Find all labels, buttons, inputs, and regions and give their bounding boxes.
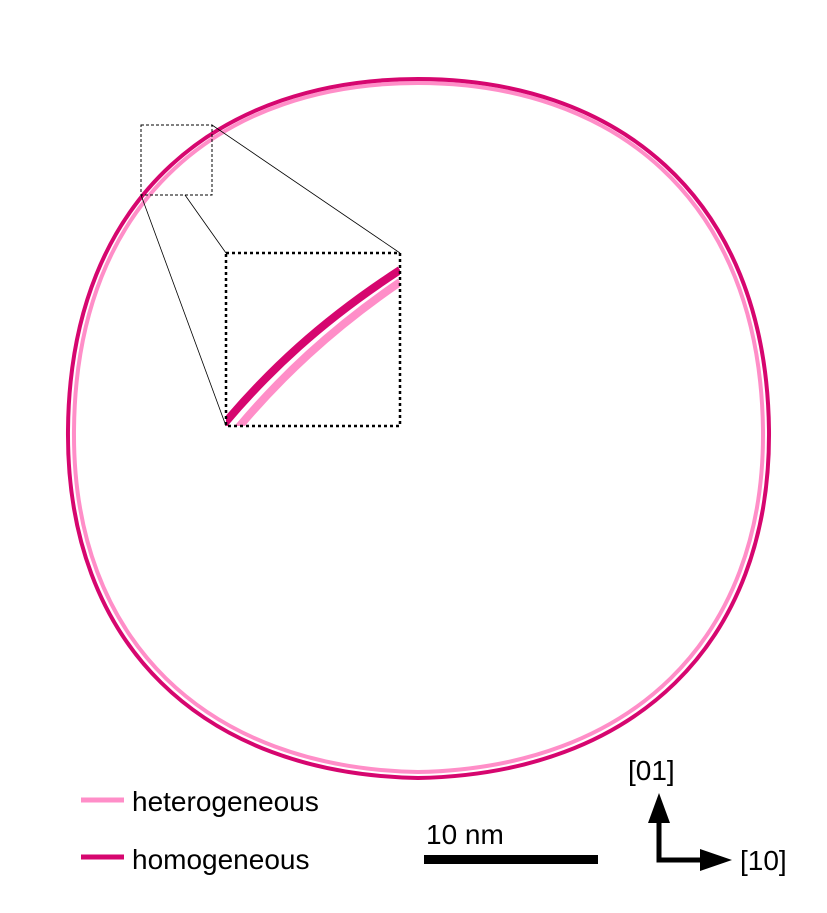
heterogeneous-shape-outline <box>71 80 766 775</box>
zoom-inset <box>224 251 402 428</box>
scale-bar-label: 10 nm <box>426 819 504 850</box>
zoom-connector-line <box>211 124 401 254</box>
axis-label-horizontal: [10] <box>740 845 787 876</box>
legend: heterogeneous homogeneous <box>81 786 319 875</box>
legend-label-heterogeneous: heterogeneous <box>132 786 319 817</box>
zoom-heterogeneous-curve <box>234 278 400 426</box>
legend-label-homogeneous: homogeneous <box>132 844 309 875</box>
zoom-connector-line <box>140 194 227 427</box>
arrow-right-icon <box>700 849 732 871</box>
arrow-up-icon <box>648 793 670 823</box>
zoom-source-box <box>140 124 213 196</box>
scale-bar-line <box>424 855 598 864</box>
scale-bar: 10 nm <box>424 819 598 864</box>
axis-indicator: [01] [10] <box>628 755 787 876</box>
zoom-homogeneous-curve <box>226 266 400 426</box>
axis-label-vertical: [01] <box>628 755 675 786</box>
axis-arrow-shaft <box>656 820 702 863</box>
homogeneous-shape-outline <box>65 76 772 781</box>
zoom-connector-line <box>184 194 227 254</box>
